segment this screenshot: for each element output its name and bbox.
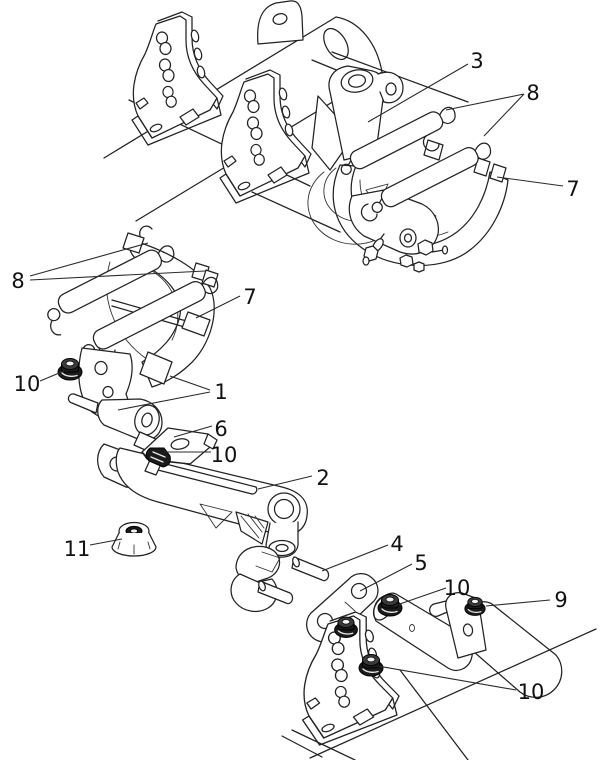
callout-labels: 3 8 7 8 7 10 1 6 10 2 11 4 5 10 9 10: [11, 49, 579, 704]
return-spring-mid-1: [47, 245, 175, 336]
mount-tab: [257, 0, 304, 45]
clevis-part-4: [230, 545, 330, 613]
callout-leaders: [29, 63, 564, 691]
return-spring-top-2: [371, 142, 492, 213]
callout-11: 11: [64, 537, 91, 561]
callout-1: 1: [214, 380, 227, 404]
lower-shaft-assembly: [281, 592, 597, 760]
callout-7-top: 7: [566, 177, 579, 201]
callout-10-left: 10: [14, 372, 41, 396]
quadrant-spring-assembly: [98, 225, 219, 388]
callout-2: 2: [316, 466, 329, 490]
callout-4: 4: [390, 532, 403, 556]
callout-10-clip: 10: [211, 443, 238, 467]
callout-8-top: 8: [526, 81, 539, 105]
pedal-pivot-assembly: [307, 65, 509, 273]
pedal-arm-part-2: [97, 443, 308, 558]
callout-9: 9: [554, 588, 567, 612]
return-spring-top-1: [340, 106, 456, 175]
tower-bracket-left: [132, 12, 223, 145]
retainer-clip-10: [145, 447, 171, 468]
tower-bracket-mid: [220, 70, 311, 203]
callout-7-mid: 7: [243, 285, 256, 309]
grommet-part-11: [111, 521, 157, 557]
callout-6: 6: [214, 417, 227, 441]
callout-8-mid: 8: [11, 269, 24, 293]
callout-10-mid: 10: [444, 576, 471, 600]
bushing-10-left: [57, 357, 83, 381]
callout-10-bot: 10: [518, 680, 545, 704]
callout-5: 5: [414, 551, 427, 575]
callout-3: 3: [470, 49, 483, 73]
